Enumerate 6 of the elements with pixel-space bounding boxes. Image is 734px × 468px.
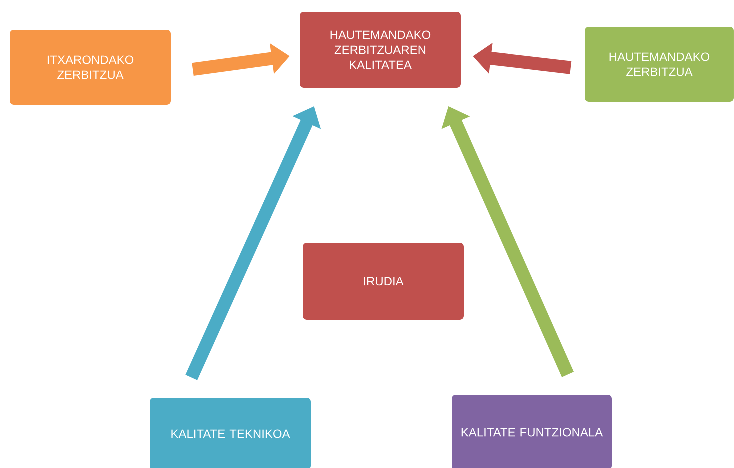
process-box: HAUTEMANDAKO ZERBITZUAREN KALITATEA	[300, 12, 461, 88]
process-box: KALITATE TEKNIKOA	[150, 398, 311, 468]
process-box: HAUTEMANDAKO ZERBITZUA	[585, 27, 734, 102]
process-box: KALITATE FUNTZIONALA	[452, 394, 612, 468]
process-box: IRUDIA	[303, 242, 464, 320]
process-box: ITXARONDAKO ZERBITZUA	[10, 30, 171, 105]
